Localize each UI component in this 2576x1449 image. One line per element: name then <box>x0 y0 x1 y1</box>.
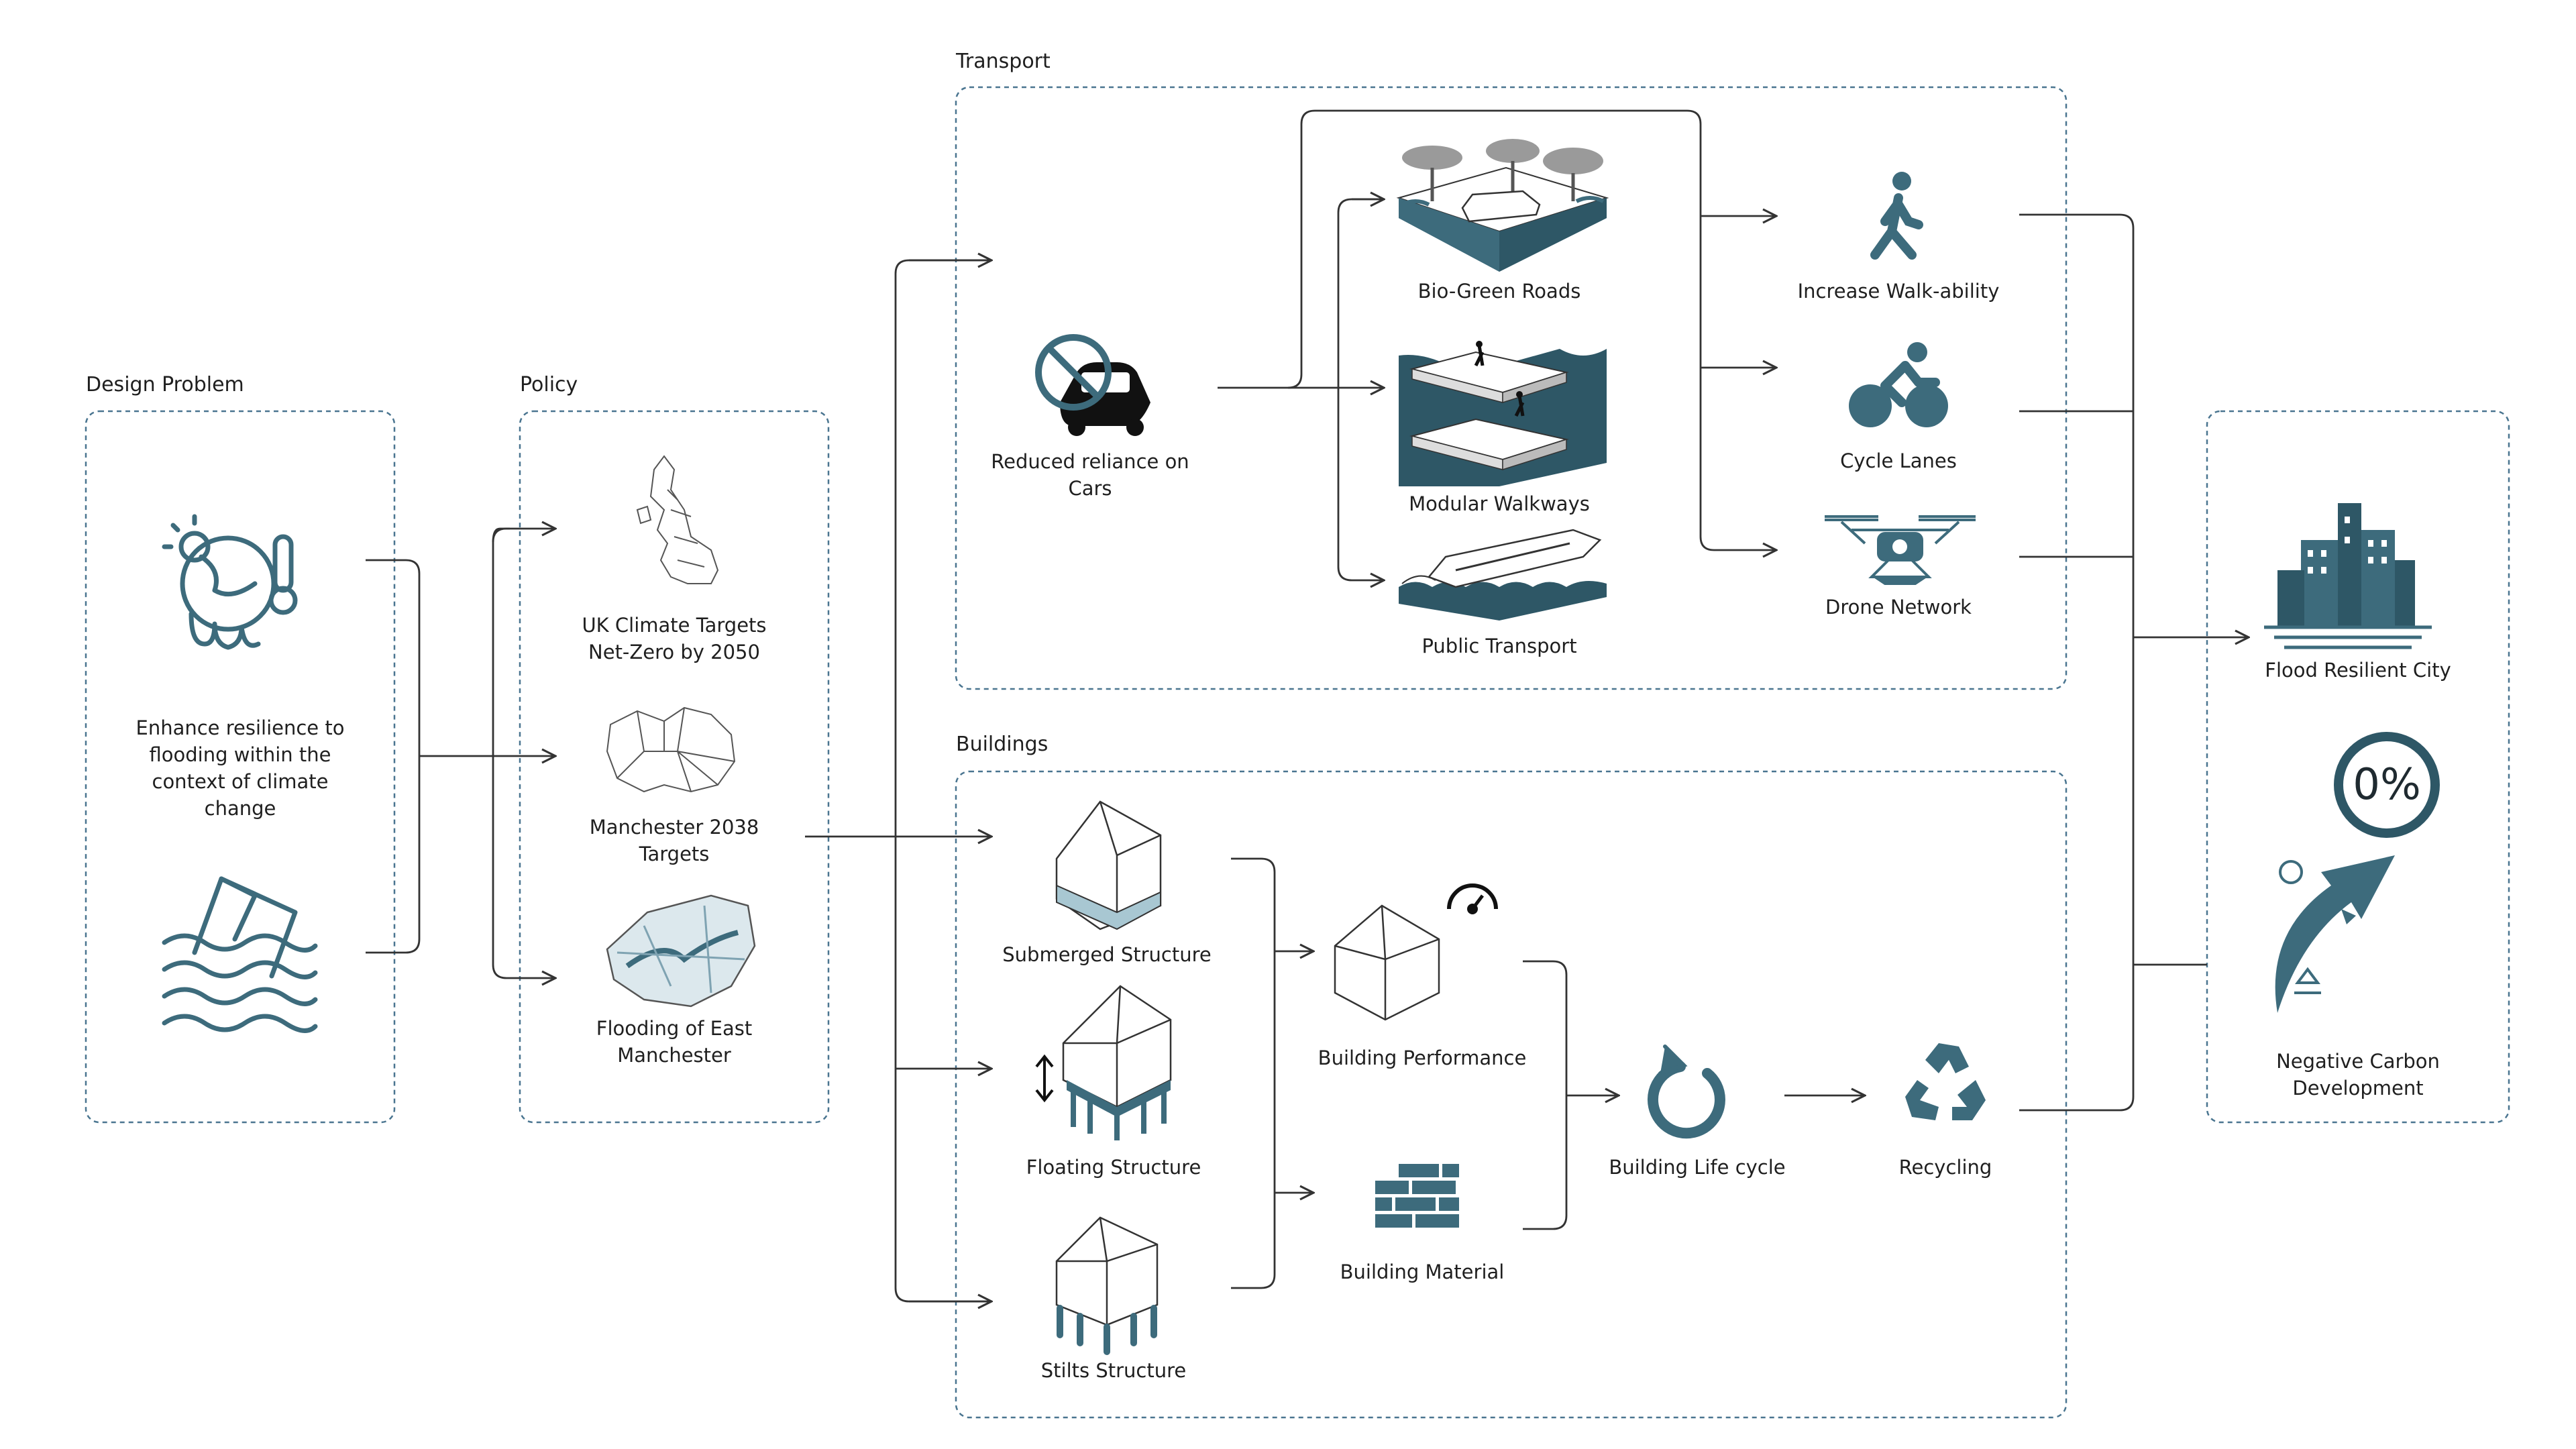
label-submerged: Submerged Structure <box>1002 943 1212 966</box>
bio-green-road-icon <box>1396 139 1609 272</box>
connector-policy-top <box>492 529 555 543</box>
uk-map-icon <box>636 455 719 584</box>
modular-walkway-icon <box>1399 341 1607 486</box>
connector-outcome-bracket <box>2019 213 2135 1112</box>
transport-box <box>955 86 2068 690</box>
label-stilts: Stilts Structure <box>1040 1359 1187 1382</box>
rising-arrow-icon <box>2275 855 2395 1013</box>
connector-dp-bracket <box>366 559 421 954</box>
melting-earth-icon <box>162 514 298 650</box>
label-bio-green-roads: Bio-Green Roads <box>1417 280 1581 303</box>
label-public-transport: Public Transport <box>1421 635 1577 657</box>
recycle-icon <box>1905 1043 1986 1120</box>
label-cycle-lanes: Cycle Lanes <box>1840 449 1957 472</box>
floating-house-icon <box>1035 985 1172 1140</box>
section-title-design-problem: Design Problem <box>86 373 244 396</box>
label-walkability: Increase Walk-ability <box>1797 280 2000 303</box>
walking-person-icon <box>1870 172 1923 260</box>
label-modular-walkways: Modular Walkways <box>1409 492 1590 515</box>
buildings-box <box>955 770 2068 1419</box>
label-flood-city: Flood Resilient City <box>2265 659 2451 682</box>
house-gauge-icon <box>1334 883 1498 1021</box>
policy-box <box>519 410 830 1124</box>
manchester-map-icon <box>606 706 736 793</box>
cycle-arrow-icon <box>1647 1044 1725 1139</box>
east-manchester-map-icon <box>606 894 756 1008</box>
label-floating: Floating Structure <box>1026 1156 1201 1179</box>
label-design-problem: Enhance resilience to flooding within th… <box>136 716 345 820</box>
city-skyline-icon <box>2264 503 2432 649</box>
label-reduced-cars: Reduced reliance on Cars <box>991 450 1189 500</box>
connector-perf-bracket <box>1523 960 1568 1230</box>
label-negative-carbon: Negative Carbon Development <box>2276 1050 2440 1099</box>
zero-percent-badge <box>2334 732 2440 838</box>
label-building-material: Building Material <box>1340 1260 1505 1283</box>
connector-to-bio <box>1337 198 1384 580</box>
connector-structures-bracket <box>1231 857 1276 1289</box>
label-uk-targets: UK Climate Targets Net-Zero by 2050 <box>582 614 767 663</box>
connectors <box>366 109 2249 1303</box>
label-drone-network: Drone Network <box>1825 596 1972 619</box>
label-recycling: Recycling <box>1898 1156 1992 1179</box>
stilts-house-icon <box>1055 1216 1159 1355</box>
section-boxes <box>85 86 2510 1419</box>
cyclist-icon <box>1849 342 1948 427</box>
zero-percent-text: 0% <box>2353 760 2421 810</box>
section-title-policy: Policy <box>520 373 578 396</box>
no-car-icon <box>1035 334 1150 436</box>
label-building-performance: Building Performance <box>1318 1046 1527 1069</box>
section-title-buildings: Buildings <box>956 733 1049 756</box>
label-life-cycle: Building Life cycle <box>1609 1156 1786 1179</box>
submerged-house-icon <box>1055 800 1162 930</box>
design-problem-box <box>85 410 396 1124</box>
connector-policy-branch <box>492 527 555 978</box>
drone-icon <box>1825 515 1976 585</box>
brick-wall-icon <box>1375 1164 1459 1228</box>
section-title-transport: Transport <box>956 50 1051 73</box>
label-manchester-targets: Manchester 2038 Targets <box>589 816 759 865</box>
boat-transport-icon <box>1399 529 1607 621</box>
flooded-house-icon <box>162 876 318 1033</box>
connector-transport-bracket <box>1287 109 1776 550</box>
outcome-box <box>2206 410 2510 1124</box>
label-flooding-east: Flooding of East Manchester <box>596 1017 753 1067</box>
connector-main-trunk <box>894 259 991 1303</box>
